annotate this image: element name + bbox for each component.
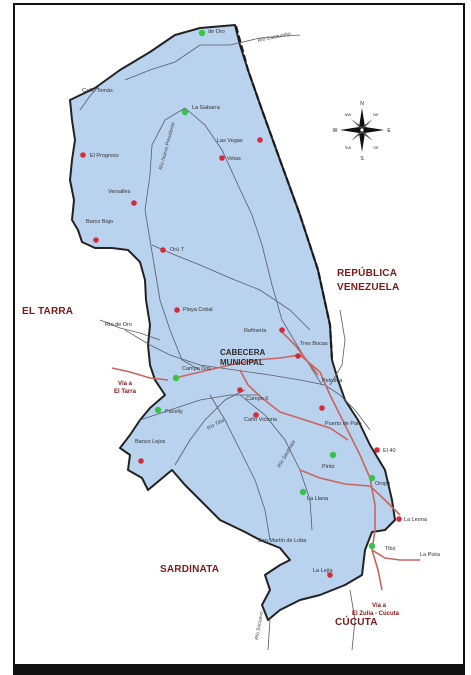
compass-n: N xyxy=(360,101,364,107)
compass-w: W xyxy=(333,128,338,134)
compass-e: E xyxy=(387,128,391,134)
town-marker xyxy=(257,137,263,143)
town-marker xyxy=(253,412,259,418)
place-label: Caño Victoria xyxy=(244,417,278,423)
town-marker-green xyxy=(181,108,189,116)
town-marker-green xyxy=(299,488,307,496)
town-markers-green xyxy=(154,29,376,550)
place-label: San Martín de Loba xyxy=(258,538,307,544)
place-label: La Gabarra xyxy=(192,105,221,111)
place-label: Puerto de Palo xyxy=(325,421,361,427)
place-label: Orope xyxy=(375,481,390,487)
place-label: Caño Tomás xyxy=(82,88,113,94)
place-label: Río de Oro xyxy=(105,322,132,328)
river-label: Río Catatumbo xyxy=(257,31,291,44)
place-label: Refinería xyxy=(244,328,267,334)
town-marker xyxy=(131,200,137,206)
place-label: El 40 xyxy=(383,448,396,454)
via-zulia-line1: Vía a xyxy=(372,603,387,609)
place-label: La Pista xyxy=(420,552,441,558)
road-network xyxy=(111,331,420,591)
place-label: Playa Cobal xyxy=(183,307,213,313)
town-marker-green xyxy=(368,542,376,550)
bottom-bar xyxy=(13,664,465,675)
via-tarra-line1: Vía a xyxy=(118,381,133,387)
town-marker-green xyxy=(368,474,376,482)
place-label: Campo 6 xyxy=(246,396,268,402)
place-label: Petrólea xyxy=(322,378,343,384)
region-sardinata: SARDINATA xyxy=(160,564,219,575)
place-label: Las Vegas xyxy=(217,138,243,144)
place-label: Pacelly xyxy=(165,409,183,415)
place-label: La Leona xyxy=(404,517,428,523)
compass-rose: N S E W NE NW SE SW xyxy=(333,101,392,162)
town-marker xyxy=(327,572,333,578)
compass-ne: NE xyxy=(373,112,379,117)
town-markers-red xyxy=(80,137,402,578)
place-label: Tibú xyxy=(385,546,396,552)
via-zulia-line2: El Zulia - Cúcuta xyxy=(352,611,400,617)
place-label: El Progreso xyxy=(90,153,119,159)
via-tarra-line2: El Tarra xyxy=(114,389,137,395)
town-marker xyxy=(295,353,301,359)
town-marker xyxy=(396,516,402,522)
town-marker xyxy=(319,405,325,411)
river-label: Río Socuavo xyxy=(254,611,265,640)
place-label: Vetas xyxy=(227,156,241,162)
town-marker-green xyxy=(172,374,180,382)
compass-se: SE xyxy=(373,145,379,150)
place-label: Banco Lejos xyxy=(135,439,166,445)
town-marker-green xyxy=(154,406,162,414)
municipality-area xyxy=(69,24,396,621)
town-marker xyxy=(93,237,99,243)
place-label: Pinto xyxy=(322,464,335,470)
place-label: La Lejía xyxy=(313,568,334,574)
town-marker-green xyxy=(198,29,206,37)
venezuela-border xyxy=(234,25,334,361)
river-network xyxy=(79,34,371,651)
town-marker xyxy=(160,247,166,253)
place-label: La Llana xyxy=(307,496,329,502)
region-republica: REPÚBLICA xyxy=(337,266,397,279)
town-marker xyxy=(279,327,285,333)
place-label: Versalles xyxy=(108,189,131,195)
town-marker xyxy=(138,458,144,464)
town-marker xyxy=(237,387,243,393)
place-label: Campo Dos xyxy=(182,366,211,372)
town-marker xyxy=(374,447,380,453)
place-label: Tres Bocas xyxy=(300,341,328,347)
region-cucuta: CÚCUTA xyxy=(335,615,378,628)
place-label: Orú 7 xyxy=(170,247,184,253)
town-marker xyxy=(80,152,86,158)
center-label-line1: CABECERA xyxy=(220,348,266,357)
region-el-tarra: EL TARRA xyxy=(22,306,73,317)
compass-nw: NW xyxy=(345,112,352,117)
compass-s: S xyxy=(360,156,364,162)
town-marker xyxy=(174,307,180,313)
place-label: Barco Bajo xyxy=(86,219,113,225)
region-venezuela: VENEZUELA xyxy=(337,282,399,293)
town-marker-green xyxy=(329,451,337,459)
compass-sw: SW xyxy=(345,145,352,150)
town-marker xyxy=(219,155,225,161)
center-label-line2: MUNICIPAL xyxy=(220,358,264,367)
place-label: de Oro xyxy=(208,29,225,35)
